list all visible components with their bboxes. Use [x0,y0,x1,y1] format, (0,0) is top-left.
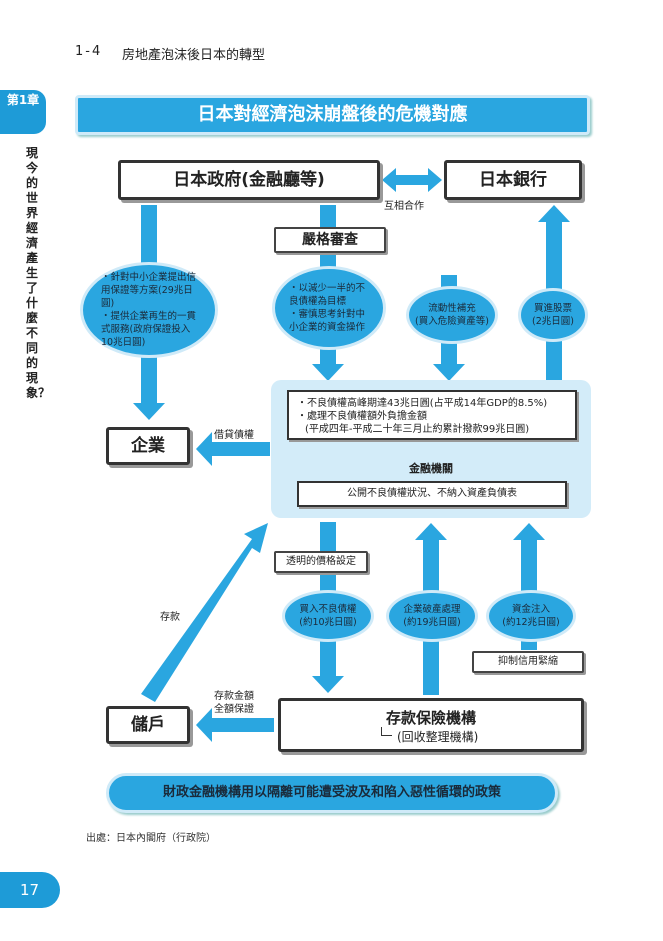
government-box: 日本政府(金融廳等) [118,160,380,200]
arrow-fin-to-enterprise [212,442,270,456]
arrow-boj-to-fin-head [433,364,465,381]
buy-bad-debt-ellipse: 買入不良債權 (約10兆日圓) [282,590,374,642]
gov-measure-2: ・提供企業再生的一貫式服務(政府保證投入10兆日圓) [101,311,197,348]
lending-label: 借貸債權 [214,430,254,441]
resolution-connector [381,727,392,736]
arrow-bankruptcy-up-head [415,523,447,540]
review-measure-2: ・審慎思考針對中小企業的資金操作 [289,309,366,333]
deposit-insurance-box: 存款保險機構 (回收整理機構) [278,698,584,752]
source-note: 出處：日本內閣府（行政院） [86,833,216,844]
bankruptcy-line-1: 企業破產處理 [403,604,461,615]
capital-injection-ellipse: 資金注入 (約12兆日圓) [486,590,576,642]
bad-debt-info-box: ・不良債權高峰期達43兆日圓(占平成14年GDP的8.5%) ・處理不良債權額外… [287,390,577,440]
review-measures-ellipse: ・以減少一半的不良債權為目標 ・審慎思考針對中小企業的資金操作 [272,266,386,350]
liquidity-line-2: (買入危險資產等) [415,316,489,327]
savers-box: 儲戶 [106,706,190,744]
bad-debt-line-1: ・不良債權高峰期達43兆日圓(占平成14年GDP的8.5%) [297,398,548,409]
boj-box: 日本銀行 [444,160,582,200]
buy-bad-debt-line-1: 買入不良債權 [299,604,357,615]
arrow-fin-to-boj-head [538,205,570,222]
diagram-title: 日本對經濟泡沫崩盤後的危機對應 [75,95,590,135]
chapter-tab: 第1章 [0,90,46,134]
arrow-deposit-to-savers [212,718,274,732]
chapter-title: 現今的世界經濟產生了什麼不同的現象？ [26,146,51,400]
buy-bad-debt-line-2: (約10兆日圓) [299,617,357,628]
section-number: 1-4 [75,44,103,59]
cooperation-label: 互相合作 [384,201,424,212]
resolution-label: (回收整理機構) [397,730,479,744]
policy-banner: 財政金融機構用以隔離可能遭受波及和陷入惡性循環的政策 [106,773,558,813]
stock-purchase-ellipse: 買進股票 (2兆日圓) [518,288,588,342]
enterprise-box: 企業 [106,427,190,465]
credit-crunch-tag: 抑制信用緊縮 [472,651,584,673]
gov-measure-1: ・針對中小企業提出信用保證等方案(29兆日圓) [101,272,197,309]
deposit-guarantee-line-2: 全額保證 [214,704,254,715]
section-title: 房地產泡沫後日本的轉型 [122,48,266,63]
bad-debt-line-2: ・處理不良債權額外負擔金額 [297,411,427,422]
arrow-fin-to-enterprise-head [196,432,212,466]
bankruptcy-line-2: (約19兆日圓) [403,617,461,628]
capital-injection-line-1: 資金注入 [511,604,550,615]
arrow-savers-to-fin [141,523,268,702]
capital-injection-line-2: (約12兆日圓) [502,617,560,628]
arrow-deposit-to-savers-head [196,708,212,742]
disclosure-box: 公開不良債權狀況、不納入資產負債表 [297,481,567,507]
financial-institutions-label: 金融機關 [409,462,453,475]
arrow-gov-to-fin-head [312,364,344,381]
strict-review-tag: 嚴格審查 [274,227,386,253]
deposit-guarantee-label: 存款金額 全額保證 [214,690,254,716]
liquidity-line-1: 流動性補充 [428,303,476,314]
gov-measures-ellipse: ・針對中小企業提出信用保證等方案(29兆日圓) ・提供企業再生的一貫式服務(政府… [80,262,218,358]
liquidity-ellipse: 流動性補充 (買入危險資產等) [406,286,498,344]
arrow-fin-to-deposit-head [312,676,344,693]
arrow-cooperation [382,168,442,192]
stock-purchase-line-2: (2兆日圓) [532,316,574,327]
page-number: 17 [0,872,60,908]
bankruptcy-ellipse: 企業破產處理 (約19兆日圓) [386,590,478,642]
review-measure-1: ・以減少一半的不良債權為目標 [289,283,366,307]
deposit-label: 存款 [160,612,180,623]
stock-purchase-line-1: 買進股票 [533,303,572,314]
deposit-insurance-title: 存款保險機構 [385,709,476,727]
transparent-pricing-tag: 透明的價格設定 [274,551,368,573]
bad-debt-line-3: (平成四年-平成二十年三月止約累計撥款99兆日圓) [305,424,530,435]
deposit-guarantee-line-1: 存款金額 [214,691,254,702]
arrow-gov-to-enterprise-head [133,403,165,420]
arrow-capital-up-head [513,523,545,540]
